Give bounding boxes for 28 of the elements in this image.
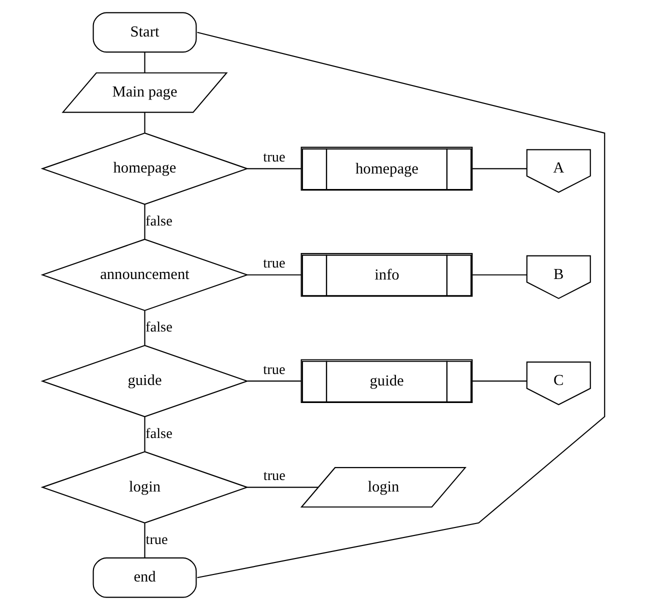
connector [196, 32, 605, 578]
connector [144, 112, 145, 133]
connector [144, 52, 145, 73]
connector [144, 523, 145, 558]
node-diamond: announcement [40, 238, 248, 312]
connector [246, 380, 301, 382]
edge-label: true [262, 256, 285, 272]
edge-label: false [145, 426, 172, 442]
edge-label: true [145, 532, 168, 548]
node-diamond: guide [40, 344, 248, 418]
node-box: Start [92, 12, 196, 53]
node-diamond: login [40, 451, 248, 524]
connector [144, 416, 145, 452]
connector [144, 310, 145, 346]
connector [246, 168, 301, 170]
connector [472, 168, 526, 170]
connector [144, 204, 145, 239]
edge-label: true [262, 362, 285, 378]
connector [472, 380, 526, 382]
node-box: end [92, 557, 196, 598]
connector [246, 274, 301, 276]
connector [246, 486, 318, 488]
connector [472, 274, 526, 276]
edge-label: true [262, 149, 285, 166]
edge-label: false [145, 320, 172, 336]
edge-label: false [145, 214, 172, 230]
edge-label: true [262, 468, 285, 484]
node-diamond: homepage [40, 132, 248, 205]
